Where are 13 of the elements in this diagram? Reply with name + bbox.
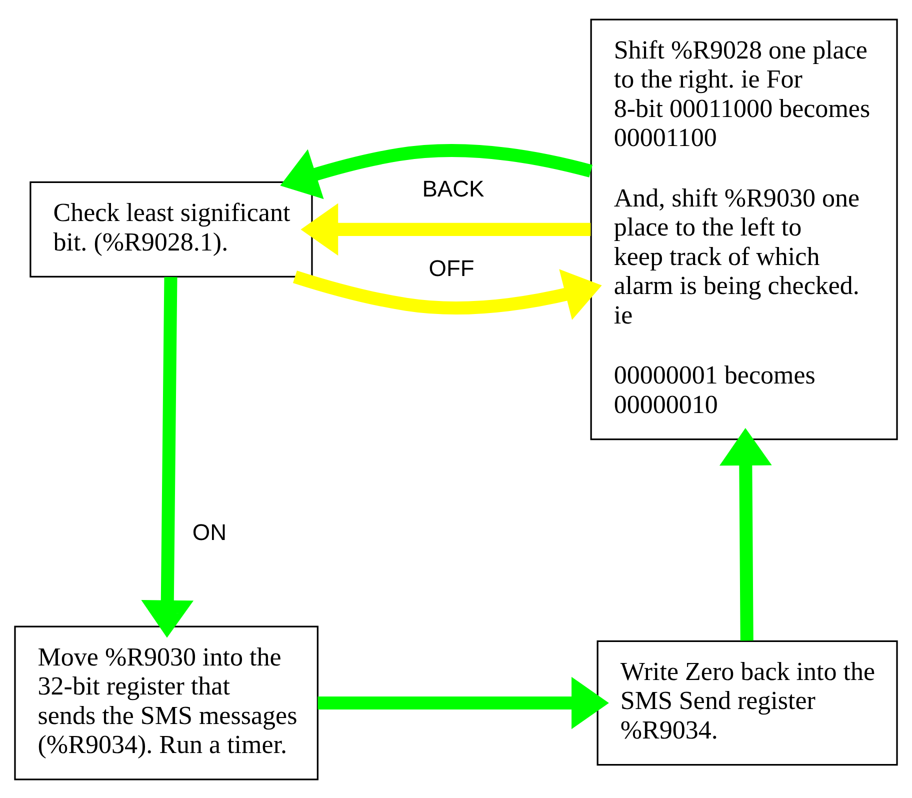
- edge-label: OFF: [428, 254, 474, 281]
- edge-label: ON: [192, 518, 227, 544]
- arrow: [300, 202, 591, 256]
- edge-label: BACK: [422, 174, 484, 201]
- node-box: Shift %R9028 one place to the right. ie For 8-bit 00011000 becomes 00001100 And, shift %R9030 one place to the left to keep track of which alarm is being checked. ie 00000001 becomes 00000010: [590, 18, 898, 440]
- arrow: [293, 268, 602, 320]
- node-box: Write Zero back into the SMS Send register %R9034.: [596, 640, 898, 766]
- arrow: [720, 428, 772, 640]
- node-box: Check least significant bit. (%R9028.1).: [30, 180, 313, 277]
- arrow: [318, 676, 609, 729]
- arrow: [280, 144, 592, 199]
- node-box: Move %R9030 into the 32-bit register that sends the SMS messages (%R9034). Run a timer.: [14, 625, 318, 780]
- arrow: [141, 276, 194, 638]
